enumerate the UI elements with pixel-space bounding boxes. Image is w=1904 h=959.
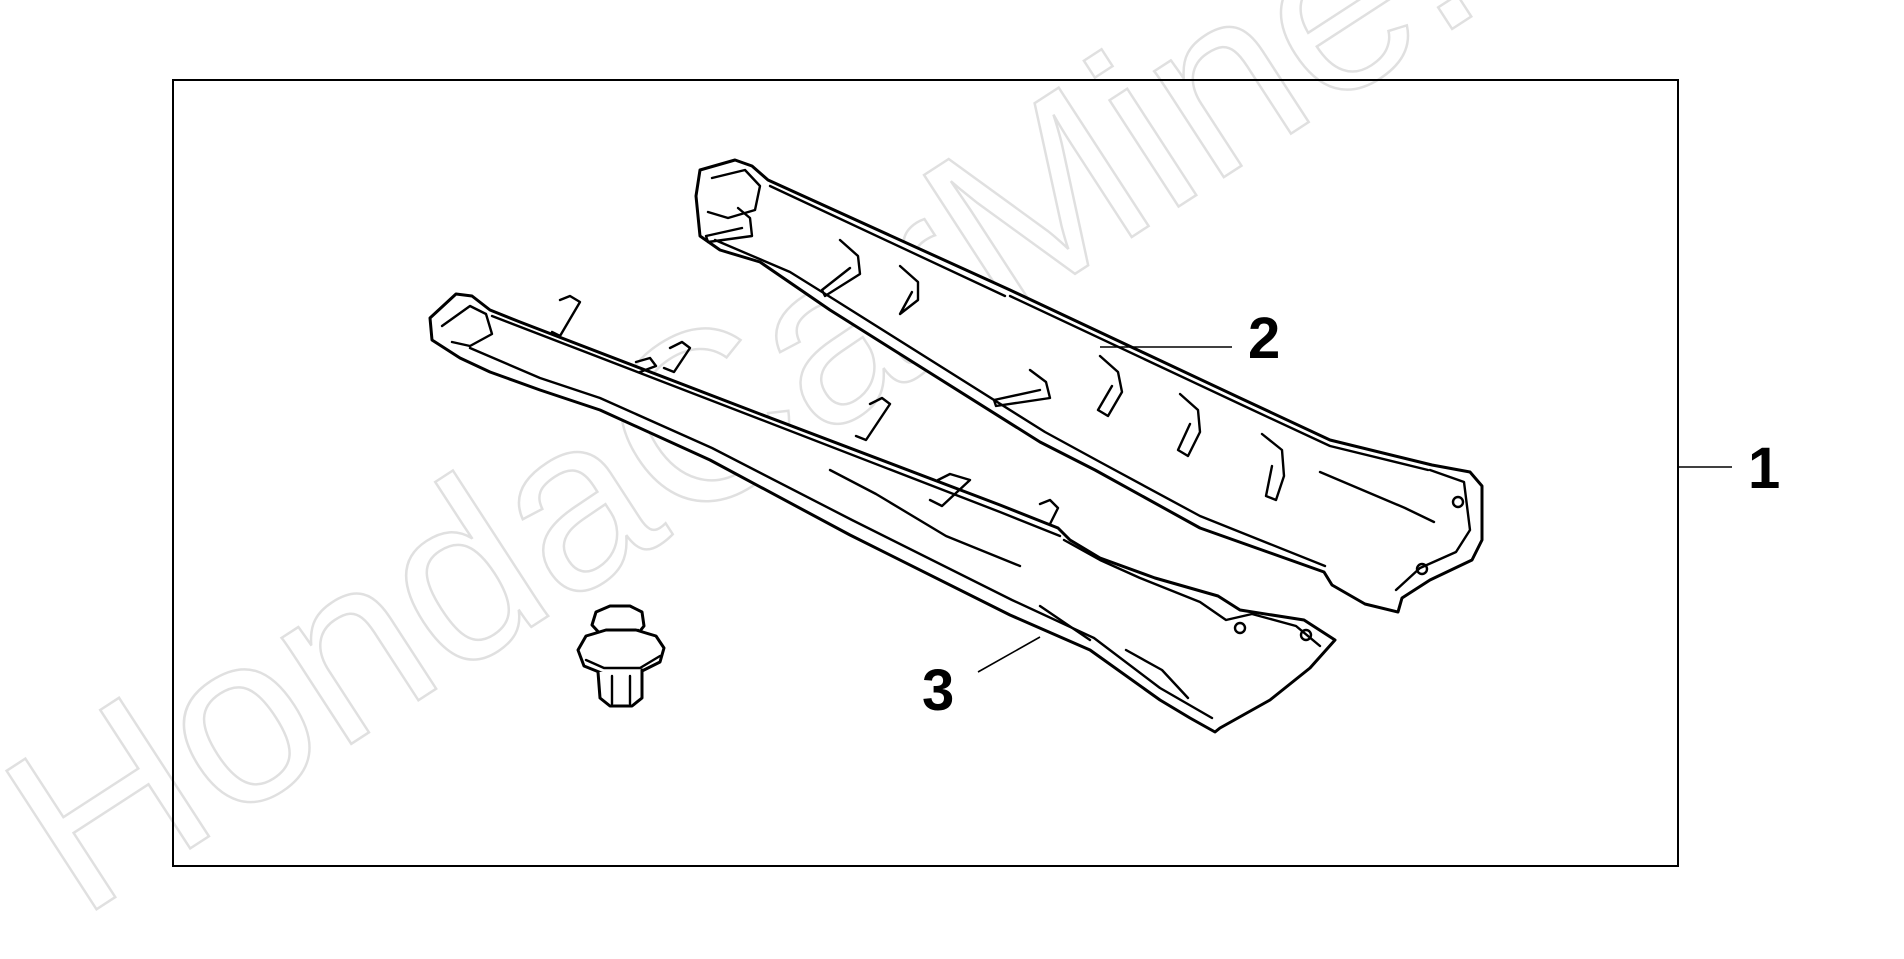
sill-garnish-upper[interactable]	[694, 158, 1484, 614]
leader-line-3	[977, 636, 1041, 673]
sill-garnish-lower[interactable]	[428, 292, 1337, 734]
mounting-hole-icon	[1299, 628, 1313, 642]
callout-label-1: 1	[1748, 436, 1780, 501]
callout-label-3: 3	[922, 658, 954, 723]
mounting-hole-icon	[1415, 562, 1429, 576]
assembly-frame	[172, 79, 1679, 867]
mounting-hole-icon	[1233, 621, 1247, 635]
clip-fastener-icon[interactable]	[576, 604, 666, 708]
callout-label-2: 2	[1248, 306, 1280, 371]
mounting-hole-icon	[1451, 495, 1465, 509]
